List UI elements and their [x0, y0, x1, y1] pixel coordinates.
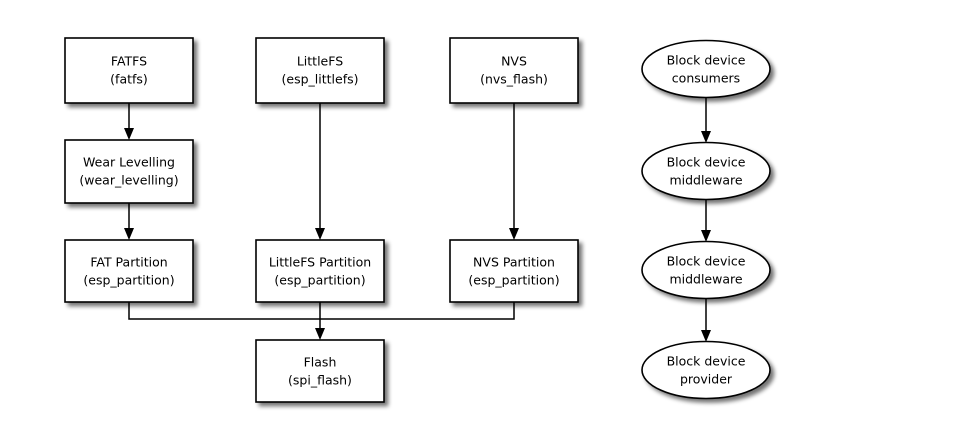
node-fatfs-line1: FATFS: [111, 54, 147, 69]
node-block-device-consumers-line2: consumers: [672, 71, 740, 86]
node-nvs-partition-line1: NVS Partition: [473, 255, 555, 270]
node-block-device-middleware-1-line2: middleware: [669, 173, 742, 188]
node-flash-line1: Flash: [304, 355, 337, 370]
node-fatfs-line2: (fatfs): [110, 72, 148, 87]
left-group-nodes: FATFS (fatfs) LittleFS (esp_littlefs) NV…: [64, 37, 579, 403]
node-littlefs-line2: (esp_littlefs): [282, 72, 359, 87]
node-fatfs[interactable]: FATFS (fatfs): [64, 37, 194, 104]
node-fat-partition-line1: FAT Partition: [90, 255, 167, 270]
edge-nvs-to-nvs-partition: [509, 103, 519, 240]
edge-littlefs-partition-to-flash: [315, 302, 325, 340]
node-littlefs-partition[interactable]: LittleFS Partition (esp_partition): [255, 239, 385, 303]
node-fat-partition-line2: (esp_partition): [83, 273, 174, 288]
node-flash-line2: (spi_flash): [288, 373, 352, 388]
edge-middleware-2-to-provider: [701, 299, 711, 342]
right-group-edges: [701, 98, 711, 342]
left-group-edges: [124, 103, 519, 340]
node-block-device-middleware-2-line2: middleware: [669, 272, 742, 287]
edge-wear-levelling-to-fat-partition: [124, 203, 134, 240]
node-block-device-consumers[interactable]: Block device consumers: [641, 39, 771, 99]
node-nvs-line1: NVS: [501, 54, 527, 69]
node-nvs-partition[interactable]: NVS Partition (esp_partition): [449, 239, 579, 303]
node-nvs-partition-line2: (esp_partition): [468, 273, 559, 288]
edge-consumers-to-middleware-1: [701, 98, 711, 143]
node-littlefs-partition-line1: LittleFS Partition: [269, 255, 371, 270]
node-block-device-provider[interactable]: Block device provider: [641, 340, 771, 400]
edge-middleware-1-to-middleware-2: [701, 200, 711, 242]
edge-nvs-partition-to-flash: [320, 302, 515, 320]
node-flash[interactable]: Flash (spi_flash): [255, 339, 385, 403]
node-wear-levelling-line2: (wear_levelling): [79, 173, 178, 188]
node-wear-levelling[interactable]: Wear Levelling (wear_levelling): [64, 139, 194, 204]
node-littlefs-line1: LittleFS: [297, 54, 343, 69]
node-block-device-consumers-line1: Block device: [667, 53, 746, 68]
node-nvs[interactable]: NVS (nvs_flash): [449, 37, 579, 104]
node-block-device-provider-line2: provider: [680, 372, 733, 387]
node-block-device-middleware-2[interactable]: Block device middleware: [641, 240, 771, 300]
edge-fatfs-to-wear-levelling: [124, 103, 134, 140]
right-group-nodes: Block device consumers Block device midd…: [641, 39, 771, 400]
edge-fat-partition-to-flash: [128, 302, 320, 320]
node-littlefs-partition-line2: (esp_partition): [274, 273, 365, 288]
node-nvs-line2: (nvs_flash): [480, 72, 548, 87]
node-block-device-middleware-1-line1: Block device: [667, 155, 746, 170]
node-block-device-provider-line1: Block device: [667, 354, 746, 369]
node-block-device-middleware-1[interactable]: Block device middleware: [641, 141, 771, 201]
node-wear-levelling-line1: Wear Levelling: [83, 155, 175, 170]
edge-littlefs-to-littlefs-partition: [315, 103, 325, 240]
node-fat-partition[interactable]: FAT Partition (esp_partition): [64, 239, 194, 303]
node-block-device-middleware-2-line1: Block device: [667, 254, 746, 269]
node-littlefs[interactable]: LittleFS (esp_littlefs): [255, 37, 385, 104]
